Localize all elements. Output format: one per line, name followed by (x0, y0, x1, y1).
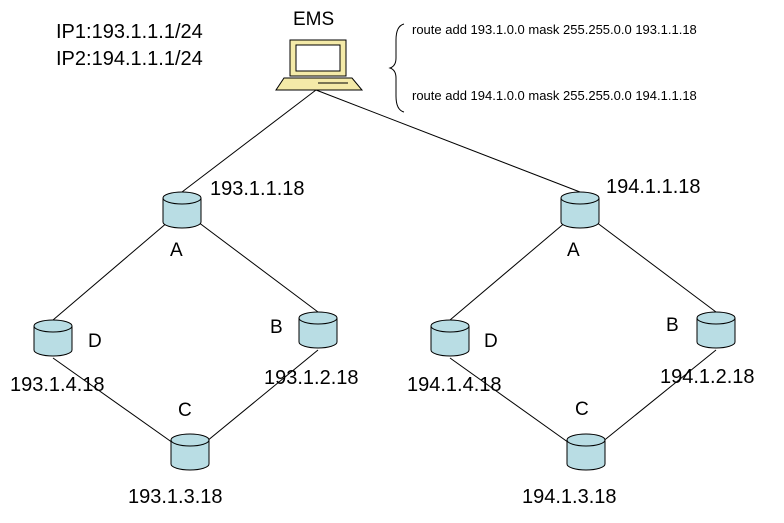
net2-node-a-ip: 194.1.1.18 (606, 176, 701, 198)
net1-node-c-ip: 193.1.3.18 (128, 486, 223, 508)
brace-shape (388, 23, 405, 113)
link-net2-d-c (449, 357, 587, 456)
link-ems-net2-a (315, 89, 581, 193)
net2-node-b-ip: 194.1.2.18 (660, 366, 755, 388)
route-command-2: route add 194.1.0.0 mask 255.255.0.0 194… (412, 88, 697, 103)
link-net1-a-b (181, 209, 319, 313)
link-ems-net1-a (181, 89, 317, 193)
link-net2-a-b (579, 209, 717, 313)
ems-title: EMS (293, 9, 334, 30)
link-net1-d-c (52, 357, 191, 456)
link-net1-b-c (189, 349, 319, 456)
database-node-net1-d (33, 319, 73, 357)
net2-node-c-letter: C (575, 399, 589, 420)
database-node-net2-a (560, 191, 600, 229)
net2-node-c-ip: 194.1.3.18 (522, 486, 617, 508)
route-command-1: route add 193.1.0.0 mask 255.255.0.0 193… (412, 22, 697, 37)
link-net1-a-d (52, 209, 183, 321)
net1-node-a-ip: 193.1.1.18 (210, 178, 305, 200)
net1-node-b-letter: B (270, 317, 283, 338)
net2-node-b-letter: B (666, 315, 679, 336)
ems-ip-2: IP2:194.1.1.1/24 (56, 48, 203, 70)
net1-node-c-letter: C (178, 400, 192, 421)
link-net2-b-c (585, 349, 717, 456)
database-node-net2-b (696, 311, 736, 349)
database-node-net1-a (162, 191, 202, 229)
database-node-net2-c (566, 433, 606, 471)
net2-node-d-ip: 194.1.4.18 (407, 374, 502, 396)
link-net2-a-d (449, 209, 581, 321)
net1-node-d-ip: 193.1.4.18 (10, 374, 105, 396)
computer-icon (275, 39, 364, 91)
database-node-net1-c (170, 433, 210, 471)
net2-node-a-letter: A (567, 240, 580, 261)
database-node-net2-d (430, 319, 470, 357)
database-node-net1-b (298, 311, 338, 349)
ems-ip-1: IP1:193.1.1.1/24 (56, 21, 203, 43)
net2-node-d-letter: D (484, 331, 498, 352)
net1-node-b-ip: 193.1.2.18 (264, 367, 359, 389)
net1-node-d-letter: D (88, 331, 102, 352)
net1-node-a-letter: A (170, 240, 183, 261)
